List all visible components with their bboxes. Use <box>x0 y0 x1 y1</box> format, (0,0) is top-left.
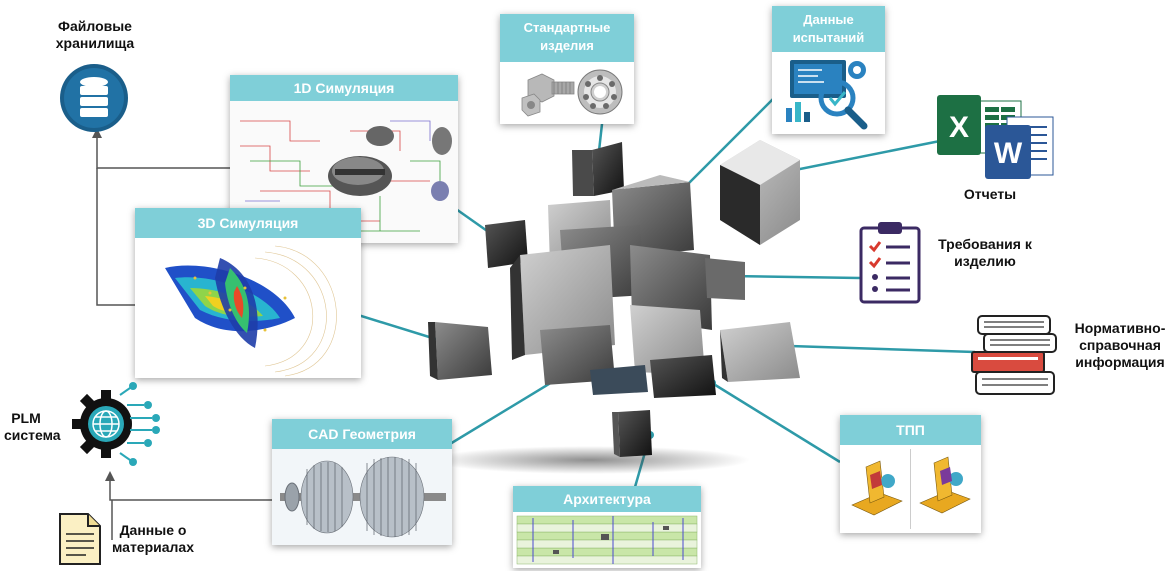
tpp-title: ТПП <box>840 415 981 445</box>
cfd-image <box>135 238 361 378</box>
books-icon <box>971 315 1057 395</box>
architecture-diagram-image <box>513 512 701 568</box>
svg-text:X: X <box>949 111 969 144</box>
document-icon <box>59 513 101 565</box>
turbine-image <box>272 449 452 545</box>
file-storage-label: Файловые хранилища <box>55 18 135 51</box>
bolt-bearing-image <box>521 69 623 117</box>
std-parts-title: Стандартные изделия <box>500 14 634 62</box>
sim-1d-card[interactable]: 1D Симуляция <box>230 75 458 243</box>
clipboard-checklist-icon <box>859 222 921 304</box>
requirements-label: Требования к изделию <box>938 236 1032 269</box>
test-data-card[interactable]: Данные испытаний <box>772 6 885 134</box>
plm-label: PLM система <box>4 410 61 443</box>
test-data-title: Данные испытаний <box>772 6 885 52</box>
sim-1d-title: 1D Симуляция <box>230 75 458 101</box>
analytics-icon <box>786 60 868 130</box>
architecture-title: Архитектура <box>513 486 701 512</box>
normative-label: Нормативно-справочная информация <box>1074 320 1166 370</box>
database-icon <box>60 64 128 132</box>
cad-title: CAD Геометрия <box>272 419 452 449</box>
cad-card[interactable]: CAD Геометрия <box>272 419 452 545</box>
materials-label: Данные о материалах <box>111 522 194 555</box>
sim-3d-card[interactable]: 3D Симуляция <box>135 208 361 378</box>
architecture-card[interactable]: Архитектура <box>513 486 701 568</box>
std-parts-card[interactable]: Стандартные изделия <box>500 14 634 124</box>
plm-gear-globe-icon <box>72 382 160 466</box>
svg-text:W: W <box>994 137 1023 170</box>
office-docs-icon: X W <box>937 95 1054 179</box>
data-cube-cluster <box>428 140 800 474</box>
reports-label: Отчеты <box>963 186 1017 202</box>
sim-3d-title: 3D Симуляция <box>135 208 361 238</box>
tpp-card[interactable]: ТПП <box>840 415 981 533</box>
fixture-image <box>840 445 981 533</box>
